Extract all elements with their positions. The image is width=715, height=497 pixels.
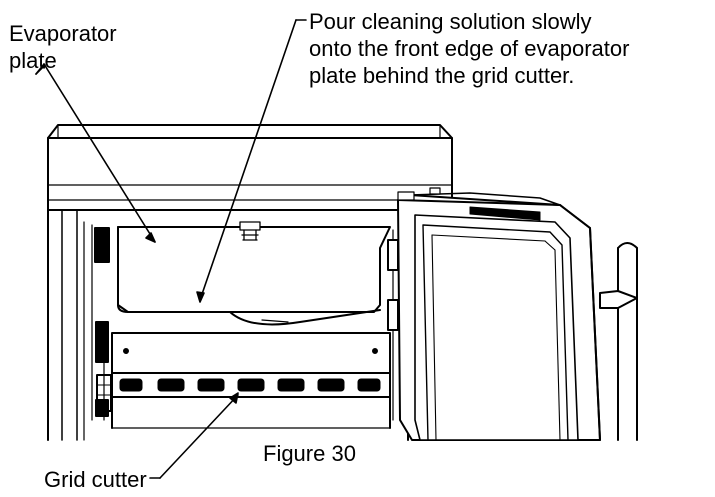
grid-cutter [111, 332, 391, 398]
figure-caption: Figure 30 [263, 441, 356, 466]
door-handle [599, 242, 638, 441]
pour-label-line3: plate behind the grid cutter. [309, 63, 575, 88]
open-door [397, 187, 601, 441]
grid-cutter-teeth [119, 378, 381, 392]
leader-evaporator-plate [35, 63, 156, 243]
grid-cutter-housing [103, 329, 391, 429]
pour-label-line1: Pour cleaning solution slowly [309, 9, 592, 34]
grid-cutter-label: Grid cutter [44, 467, 147, 492]
leader-pour-solution [196, 19, 307, 303]
evaporator-plate [117, 221, 391, 326]
cabinet-left-wall [47, 137, 112, 441]
pour-label-line2: onto the front edge of evaporator [309, 36, 630, 61]
evaporator-label-line2: plate [9, 48, 57, 73]
leader-grid-cutter [149, 392, 239, 479]
evaporator-label-line1: Evaporator [9, 21, 117, 46]
